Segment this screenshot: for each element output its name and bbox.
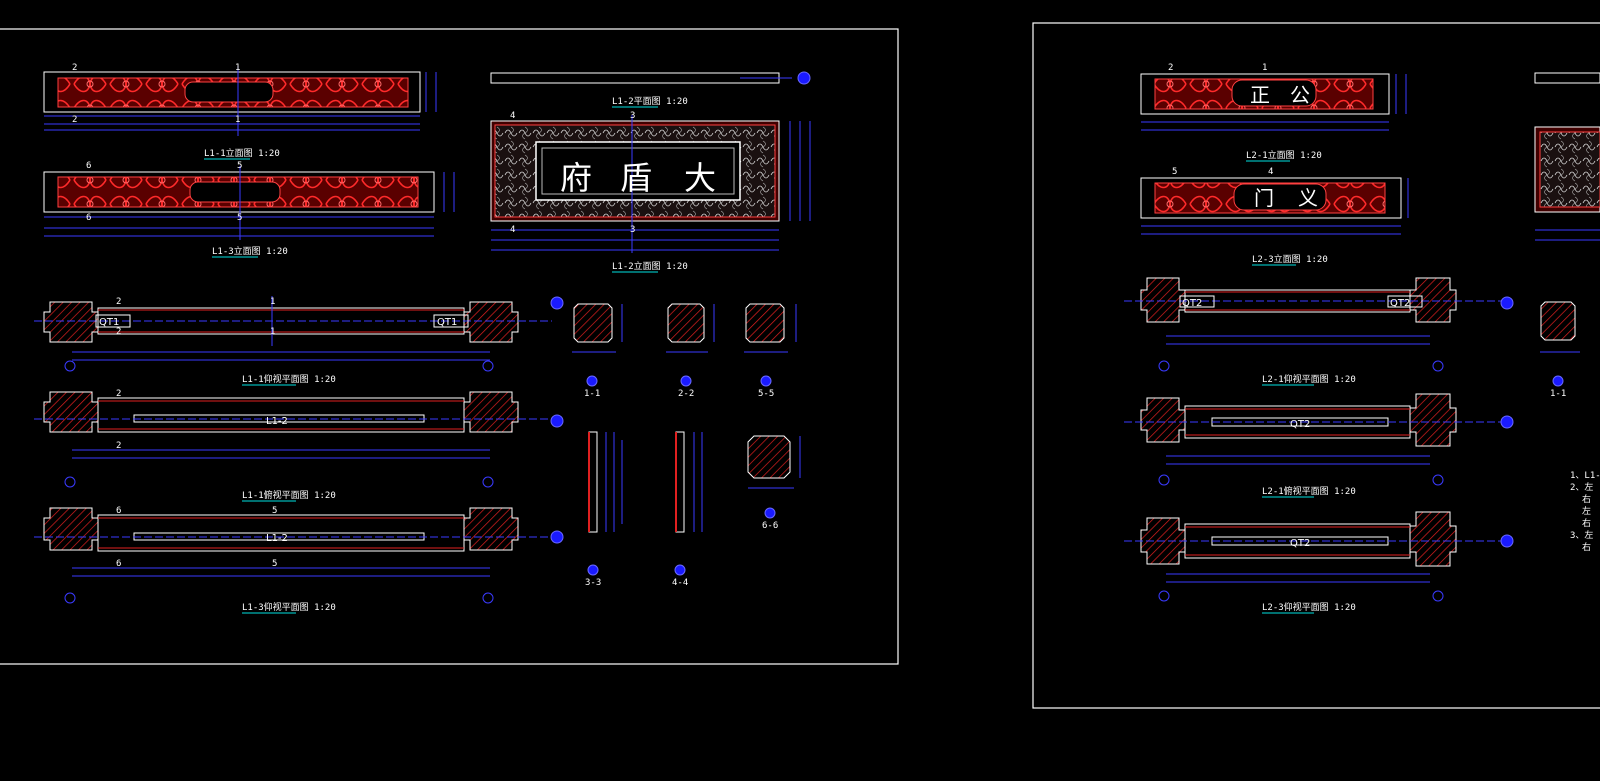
- svg-text:2: 2: [72, 115, 77, 125]
- svg-text:5: 5: [272, 559, 277, 569]
- note-line-2: 2、左: [1570, 481, 1593, 493]
- svg-text:4: 4: [1268, 167, 1273, 177]
- svg-text:2: 2: [116, 327, 121, 337]
- note-line-4: 左: [1582, 505, 1591, 517]
- l2-3-plan: [1124, 511, 1514, 602]
- note-line-6: 3、左: [1570, 529, 1593, 541]
- l1-1-elevation: 2 1 2 1: [43, 63, 437, 136]
- svg-text:6: 6: [86, 213, 91, 223]
- svg-text:2: 2: [72, 63, 77, 73]
- plaque2-char-gong: 公: [1290, 83, 1310, 107]
- svg-text:1: 1: [235, 115, 240, 125]
- qt1-right-tag: QT1: [437, 317, 457, 328]
- l2-section-label: 1-1: [1550, 389, 1566, 399]
- l2-1-plan-a: [1124, 277, 1514, 372]
- title-l1-1-elev: L1-1立面图 1:20: [204, 147, 280, 159]
- plaque2-char-men: 门: [1254, 186, 1274, 210]
- qt2-tag-a: QT2: [1290, 419, 1310, 430]
- notes-block: 1、L1- 2、左 右 左 右 3、左 右: [1570, 471, 1600, 553]
- sheet1-frame: [0, 28, 899, 665]
- l2-section-1-1: [1540, 301, 1580, 387]
- title-l1-2-elev: L1-2立面图 1:20: [612, 260, 688, 272]
- svg-text:1: 1: [235, 63, 240, 73]
- svg-text:5: 5: [237, 161, 242, 171]
- plaque2-char-yi: 义: [1298, 186, 1318, 210]
- svg-text:6: 6: [116, 559, 121, 569]
- svg-text:5: 5: [272, 506, 277, 516]
- plaque-char-1: 府: [560, 159, 592, 197]
- svg-text:2: 2: [116, 297, 121, 307]
- l1-3-elevation: 6 5 6 5: [43, 161, 455, 240]
- note-line-3: 右: [1582, 493, 1591, 505]
- svg-text:2: 2: [116, 389, 121, 399]
- section-label-6-6: 6-6: [762, 521, 778, 531]
- qt2-right-tag: QT2: [1390, 298, 1410, 309]
- section-6-6: [747, 435, 801, 519]
- note-line-1: 1、L1-: [1570, 471, 1600, 481]
- title-l2-1-plan-a: L2-1仰视平面图 1:20: [1262, 373, 1356, 385]
- title-l2-1-elev: L2-1立面图 1:20: [1246, 149, 1322, 161]
- title-l1-2-plan: L1-2平面图 1:20: [612, 96, 688, 107]
- qt2-tag-b: QT2: [1290, 538, 1310, 549]
- note-line-5: 右: [1582, 517, 1591, 529]
- l1-2-plaque: 4 3 4 3: [490, 111, 811, 253]
- svg-text:1: 1: [270, 297, 275, 307]
- qt2-left-tag: QT2: [1182, 298, 1202, 309]
- plaque2-char-zheng: 正: [1250, 83, 1270, 107]
- note-line-7: 右: [1582, 541, 1591, 553]
- section-2-2: [666, 303, 715, 387]
- l1-1-plan-b: 22: [34, 389, 564, 488]
- l2-1-plan-b: [1124, 393, 1514, 486]
- section-1-1: [572, 303, 623, 387]
- svg-text:3: 3: [630, 225, 635, 235]
- svg-text:5: 5: [1172, 167, 1177, 177]
- section-5-5: [744, 303, 797, 387]
- l1-1-plan-a: 2 2 1 1: [34, 296, 564, 372]
- svg-text:6: 6: [86, 161, 91, 171]
- section-label-4-4: 4-4: [672, 578, 688, 588]
- sheet2-frame: [1032, 22, 1600, 709]
- section-label-5-5: 5-5: [758, 389, 774, 399]
- svg-text:3: 3: [630, 111, 635, 121]
- svg-text:2: 2: [116, 441, 121, 451]
- title-l2-3-plan: L2-3仰视平面图 1:20: [1262, 601, 1356, 613]
- qt1-left-tag: QT1: [99, 317, 119, 328]
- svg-text:2: 2: [1168, 63, 1173, 73]
- l1-2-tag-b: L1-2: [266, 533, 288, 544]
- section-label-1-1: 1-1: [584, 389, 600, 399]
- section-3-3: [587, 431, 623, 576]
- title-l1-3-elev: L1-3立面图 1:20: [212, 245, 288, 257]
- svg-text:1: 1: [1262, 63, 1267, 73]
- section-label-2-2: 2-2: [678, 389, 694, 399]
- svg-text:1: 1: [270, 327, 275, 337]
- l1-2-plan: [490, 71, 811, 85]
- section-label-3-3: 3-3: [585, 578, 601, 588]
- l2-2-plaque-fragment: [1534, 72, 1600, 241]
- title-l2-3-elev: L2-3立面图 1:20: [1252, 253, 1328, 265]
- svg-text:6: 6: [116, 506, 121, 516]
- plaque-char-2: 盾: [620, 159, 652, 197]
- title-l1-3-plan: L1-3仰视平面图 1:20: [242, 601, 336, 613]
- title-l1-1-plan-b: L1-1俯视平面图 1:20: [242, 489, 336, 501]
- l1-3-plan: 6 6 5 5: [34, 506, 564, 604]
- plaque-char-3: 大: [684, 159, 716, 197]
- svg-text:4: 4: [510, 111, 515, 121]
- svg-text:4: 4: [510, 225, 515, 235]
- svg-text:5: 5: [237, 213, 242, 223]
- section-4-4: [674, 431, 703, 576]
- title-l1-1-plan-a: L1-1仰视平面图 1:20: [242, 373, 336, 385]
- title-l2-1-plan-b: L2-1俯视平面图 1:20: [1262, 485, 1356, 497]
- l1-2-tag-a: L1-2: [266, 416, 288, 427]
